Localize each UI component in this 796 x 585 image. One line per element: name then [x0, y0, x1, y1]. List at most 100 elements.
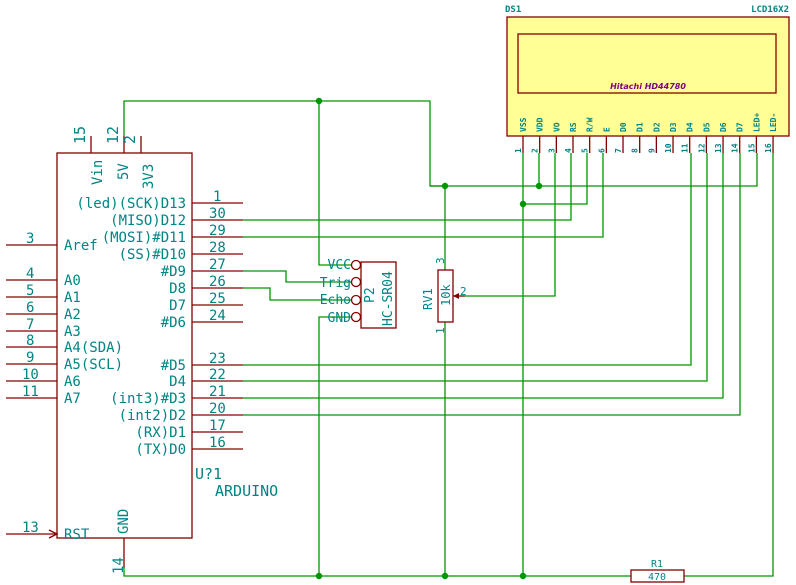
pin-name: A2	[64, 307, 81, 323]
lcd-pin-name: D1	[636, 122, 645, 132]
pin-name: Vin	[90, 160, 106, 185]
lcd-ref: DS1	[505, 5, 521, 15]
pin-name: (MISO)D12	[110, 213, 186, 229]
pin-num: 4	[26, 266, 34, 282]
lcd-pin-num: 1	[514, 148, 523, 153]
pin-num: 16	[209, 435, 226, 451]
lcd-pin-num: 2	[531, 148, 540, 153]
pin-num: 1	[213, 189, 221, 205]
wire-vo	[465, 153, 556, 297]
wire-rw	[523, 153, 588, 205]
pin-num: 9	[26, 350, 34, 366]
pin-num: 7	[26, 317, 34, 333]
lcd-screen	[517, 33, 777, 94]
pin-name: A7	[64, 391, 81, 407]
arduino-symbol: 15 12 2 Vin 5V 3V3 (led)(SCK)D13 (MISO)D…	[6, 126, 278, 574]
lcd-pin-name: RS	[569, 122, 578, 132]
pin-num: 8	[26, 333, 34, 349]
pin-num: 15	[71, 126, 89, 144]
lcd-pin-num: 8	[631, 148, 640, 153]
pin-name: (TX)D0	[135, 442, 186, 458]
sensor-pin-echo: Echo	[320, 293, 351, 308]
pin-name: #D9	[161, 264, 186, 280]
pot-ref: RV1	[421, 288, 435, 310]
pin-name: #D6	[161, 315, 186, 331]
pot-symbol: RV1 10k 3 2 1	[421, 257, 467, 334]
lcd-pin-num: 5	[581, 148, 590, 153]
resistor-ref: R1	[651, 559, 663, 570]
pin-name: 3V3	[141, 164, 157, 189]
lcd-pin-name: D2	[652, 122, 661, 132]
pot-pin-num: 1	[434, 327, 447, 334]
sensor-body	[360, 261, 397, 329]
sensor-ref: P2	[363, 287, 378, 303]
sensor-value: HC-SR04	[381, 271, 396, 326]
wire-5v-lcd	[319, 100, 540, 187]
pin-num: 13	[22, 520, 39, 536]
sensor-pin-vcc: VCC	[328, 258, 351, 273]
pot-value: 10k	[439, 284, 453, 306]
pin-name: A4(SDA)	[64, 340, 123, 356]
sensor-symbol: VCC Trig Echo GND P2 HC-SR04	[320, 258, 397, 329]
wire-ledplus	[539, 153, 758, 187]
wire-d4	[243, 153, 708, 382]
resistor-body	[630, 569, 685, 583]
pin-num: 21	[209, 384, 226, 400]
pin-name: (RX)D1	[135, 425, 186, 441]
pin-num: 24	[209, 308, 226, 324]
lcd-pin-name: D6	[719, 122, 728, 132]
pin-num: 6	[26, 300, 34, 316]
wire-d5	[243, 153, 692, 366]
pin-num: 27	[209, 257, 226, 273]
lcd-pin-name: D5	[702, 122, 711, 132]
pin-name: (int3)#D3	[110, 391, 186, 407]
pin-num: 11	[22, 384, 39, 400]
pin-num: 30	[209, 206, 226, 222]
wire-gnd-sensor	[318, 316, 352, 576]
wire-vcc-sensor	[318, 101, 352, 266]
lcd-pin-name: E	[602, 127, 611, 132]
pin-num: 17	[209, 418, 226, 434]
pin-name: D7	[169, 298, 186, 314]
pin-name: (SS)#D10	[119, 247, 186, 263]
wire-d2	[243, 153, 741, 416]
pin-num: 20	[209, 401, 226, 417]
wire-gnd-rail	[123, 568, 631, 577]
sensor-pin-trig: Trig	[320, 276, 351, 291]
lcd-chip: Hitachi HD44780	[610, 82, 686, 91]
pin-num: 26	[209, 274, 226, 290]
wire-5v	[123, 100, 319, 136]
pin-num: 22	[209, 367, 226, 383]
wires	[123, 100, 774, 577]
pin-name: 5V	[116, 163, 132, 180]
pin-name: (MOSI)#D11	[102, 230, 186, 246]
pin-name: RST	[64, 527, 90, 543]
lcd-pin-num: 7	[614, 148, 623, 153]
pin-name: #D5	[161, 358, 186, 374]
arduino-ref: U?1	[195, 465, 222, 483]
lcd-pin-num: 10	[664, 143, 673, 153]
lcd-pin-name: VDD	[536, 117, 545, 132]
resistor-value: 470	[648, 572, 666, 583]
arduino-value: ARDUINO	[215, 482, 278, 500]
pin-name: A5(SCL)	[64, 357, 123, 373]
pin-name: A1	[64, 290, 81, 306]
wire-d12-rs	[243, 153, 572, 221]
lcd-pin-name: LED-	[769, 113, 778, 132]
lcd-pin-name: D0	[619, 122, 628, 132]
pin-num: 28	[209, 240, 226, 256]
resistor-symbol: R1 470	[630, 559, 685, 583]
pin-num: 5	[26, 283, 34, 299]
wire-d11-e	[243, 153, 604, 238]
lcd-symbol: Hitachi HD44780 DS1 LCD16X2 VSS1VDD2VO3R…	[505, 5, 790, 153]
pin-name: (int2)D2	[119, 408, 186, 424]
pin-name: (led)(SCK)D13	[76, 196, 186, 212]
lcd-pin-name: R/W	[586, 117, 595, 132]
pin-num: 14	[111, 557, 127, 574]
sensor-pin-gnd: GND	[328, 311, 352, 326]
lcd-pin-num: 12	[697, 143, 706, 153]
pot-pin-num: 2	[460, 285, 467, 298]
lcd-pin-name: D4	[686, 122, 695, 132]
pin-num: 10	[22, 367, 39, 383]
